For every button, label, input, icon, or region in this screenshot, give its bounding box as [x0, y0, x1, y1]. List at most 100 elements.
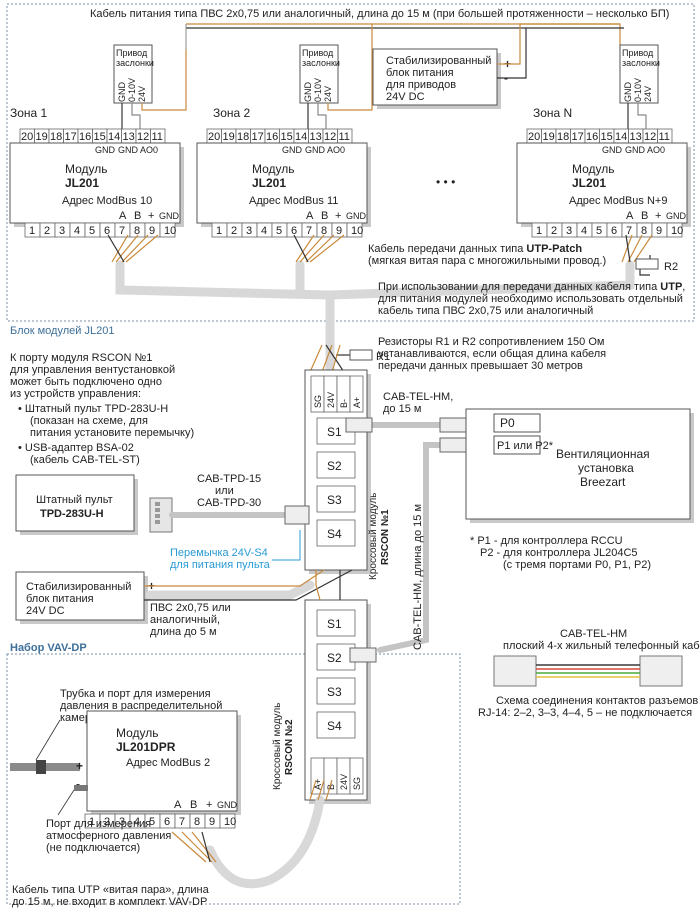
pin-label-gnd: GND [625, 145, 646, 155]
cab-tel-vertical-label: CAB-TEL-HM, длина до 15 м [412, 504, 424, 650]
svg-text:• USB-адаптер BSA-02: • USB-адаптер BSA-02 [18, 442, 134, 454]
vav-dp-label: Набор VAV-DP [10, 642, 87, 654]
svg-text:(кабель CAB-TEL-ST): (кабель CAB-TEL-ST) [30, 454, 140, 466]
pin-label-ao0: AO0 [140, 145, 158, 155]
svg-text:GND: GND [303, 82, 313, 103]
svg-text:давления в распределительной: давления в распределительной [60, 700, 222, 712]
rscon-terminal [349, 757, 364, 795]
terminal-top-number: 14 [295, 131, 307, 143]
rscon-port-s1 [316, 609, 356, 637]
actuator-zone-2: Привод заслонки GND 0-10V 24V [299, 24, 373, 130]
cab-tel-hm-label-2: до 15 м [383, 403, 421, 415]
terminal-top-number: 15 [601, 131, 613, 143]
resistor-r1 [349, 349, 373, 361]
pvs-note-2: аналогичный, [150, 614, 220, 626]
pvs-note-1: ПВС 2х0,75 или [150, 602, 231, 614]
terminal-bottom [219, 813, 236, 829]
svg-text:P2 - для контроллера JL204C5: P2 - для контроллера JL204C5 [480, 547, 638, 559]
utp-bottom-cable [205, 795, 325, 889]
terminal-top-number: 15 [281, 131, 293, 143]
terminal-bottom-number: 7 [626, 225, 632, 237]
rscon-terminal-label: B- [339, 399, 349, 408]
rscon-2-label: Кроссовый модуль [272, 703, 283, 790]
utp-patch-note: (мягкая витая пара с многожильными прово… [368, 255, 606, 267]
svg-text:Штатный пульт: Штатный пульт [36, 494, 113, 506]
module-label: Модуль [572, 162, 615, 176]
terminal-top-number: 12 [137, 131, 149, 143]
terminal-bottom-number: 1 [536, 225, 542, 237]
terminal-top-number: 17 [65, 131, 77, 143]
rscon-port-s2 [316, 643, 356, 671]
rscon-port-label: S3 [327, 685, 342, 699]
svg-text:Адрес ModBus 2: Адрес ModBus 2 [126, 757, 210, 769]
svg-text:может быть подключено одно: может быть подключено одно [10, 376, 162, 388]
rj-connector-rscon1-s4 [284, 505, 310, 525]
svg-text:• Штатный пульт TPD-283U-H: • Штатный пульт TPD-283U-H [18, 403, 168, 415]
svg-text:Стабилизированный: Стабилизированный [26, 581, 131, 593]
utp-bottom-note-2: до 15 м, не входит в комплект VAV-DP [12, 896, 207, 908]
r2-label: R2 [664, 261, 678, 273]
r1-label: R1 [376, 351, 390, 363]
terminal-bottom-number: 3 [246, 225, 252, 237]
rj-connector-p1 [439, 437, 467, 453]
svg-text:блок питания: блок питания [386, 67, 454, 79]
module-jl201dpr: Модуль JL201DPR Адрес ModBus 2 + - [57, 710, 241, 816]
terminal-bottom [159, 222, 176, 238]
svg-text:Схема соединения контактов раз: Схема соединения контактов разъемов [496, 695, 698, 707]
svg-text:* P1 - для контроллера RCCU: * P1 - для контроллера RCCU [470, 535, 623, 547]
terminal-bottom-number: 4 [261, 225, 267, 237]
svg-text:атмосферного давления: атмосферного давления [46, 830, 171, 842]
pin-label-gnd: GND [602, 145, 623, 155]
rscon-port-label: S2 [327, 651, 342, 665]
svg-text:0-10V: 0-10V [127, 78, 137, 102]
resistor-note-3: передачи данных превышает 30 метров [378, 360, 583, 372]
terminal-bottom-number: 7 [306, 225, 312, 237]
svg-text:Привод: Привод [116, 48, 148, 58]
terminal-top-number: 16 [266, 131, 278, 143]
terminal-bottom-number: 1 [216, 225, 222, 237]
terminal-bottom-number: 9 [336, 225, 342, 237]
rscon-2-name: RSCON №2 [284, 719, 295, 775]
module-address: Адрес ModBus 10 [62, 195, 152, 207]
rscon-1-name: RSCON №1 [380, 509, 391, 565]
resistor-note-2: устанавливаются, если общая длина кабеля [378, 348, 606, 360]
pin-label-a: A [119, 210, 127, 222]
ellipsis: • • • [436, 175, 455, 189]
svg-text:24V: 24V [643, 86, 653, 102]
svg-text:P0: P0 [500, 416, 515, 430]
pin-label-b: B [134, 210, 141, 222]
pin-label-gnd: GND [118, 145, 139, 155]
terminal-top-number: 11 [659, 131, 670, 143]
svg-text:24V DC: 24V DC [386, 91, 425, 103]
svg-text:из устройств управления:: из устройств управления: [10, 388, 141, 400]
rscon-terminal-label: 24V [339, 774, 349, 790]
terminal-bottom-number: 6 [104, 225, 110, 237]
module-model: JL201 [65, 176, 99, 190]
svg-text:Вентиляционная: Вентиляционная [556, 447, 650, 461]
svg-text:JL201DPR: JL201DPR [116, 740, 176, 754]
svg-text:GND: GND [117, 82, 127, 103]
rscon-port-label: S4 [327, 527, 342, 541]
rscon-port-label: S1 [327, 425, 342, 439]
rscon-port-s4 [316, 711, 356, 739]
svg-text:-: - [76, 777, 80, 791]
svg-text:для приводов: для приводов [386, 79, 456, 91]
svg-text:Стабилизированный: Стабилизированный [386, 55, 491, 67]
terminal-bottom-number: 3 [119, 816, 125, 828]
pin-label-ao0: AO0 [327, 145, 345, 155]
terminal-bottom-number: 6 [164, 816, 170, 828]
terminal-top-number: 18 [557, 131, 569, 143]
rscon-port-s2 [316, 451, 356, 479]
terminal-top-number: 19 [223, 131, 235, 143]
terminal-top-number: 16 [586, 131, 598, 143]
pvs-note-3: длина до 5 м [150, 626, 217, 638]
svg-text:0-10V: 0-10V [313, 78, 323, 102]
cab-tel-hm-label-1: CAB-TEL-HM, [383, 391, 453, 403]
cab-tpd-label-1: CAB-TPD-15 [197, 473, 261, 485]
module-body [516, 142, 688, 224]
terminal-top-number: 12 [644, 131, 656, 143]
terminal-bottom-number: 4 [581, 225, 587, 237]
